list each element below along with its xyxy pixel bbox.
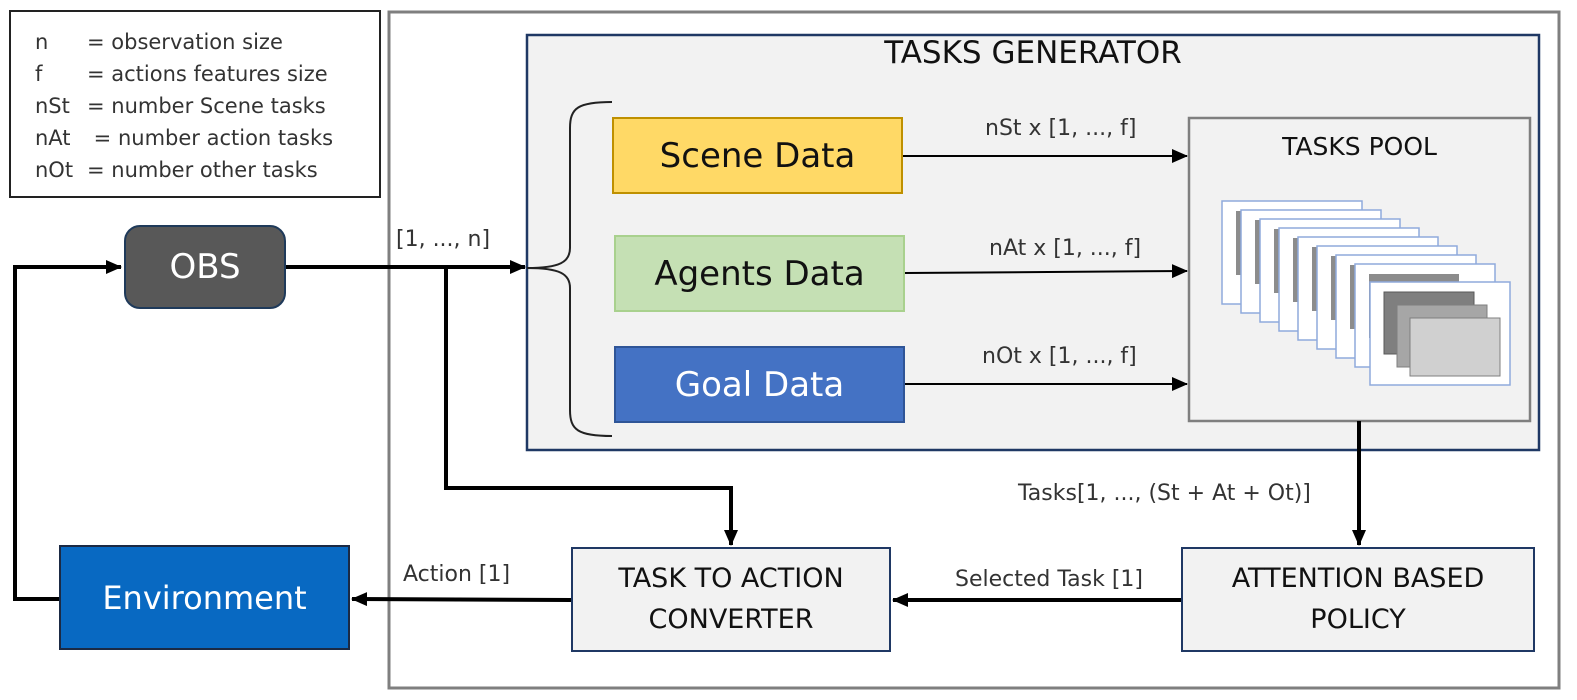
environment-label: Environment — [102, 578, 307, 617]
legend-key: n — [35, 30, 49, 54]
legend-desc: = actions features size — [87, 62, 328, 86]
environment-node: Environment — [59, 545, 350, 650]
agents-data-label: Agents Data — [654, 253, 865, 294]
legend-desc: = number Scene tasks — [87, 94, 326, 118]
edge-converter-to-environment — [351, 592, 572, 607]
converter-label-line2: CONVERTER — [648, 603, 814, 635]
task-to-action-converter-node: TASK TO ACTION CONVERTER — [571, 547, 891, 652]
legend-desc: = observation size — [87, 30, 283, 54]
edge-obs-to-converter — [444, 267, 738, 546]
legend-row: f = actions features size — [35, 58, 379, 90]
obs-label: OBS — [169, 247, 241, 287]
legend-row: nSt = number Scene tasks — [35, 90, 379, 122]
edge-label-obs-vector: [1, ..., n] — [396, 227, 491, 252]
scene-data-label: Scene Data — [659, 135, 856, 176]
attention-policy-node: ATTENTION BASED POLICY — [1181, 547, 1535, 652]
edge-label-action: Action [1] — [403, 562, 511, 587]
scene-data-node: Scene Data — [612, 117, 903, 194]
tasks-pool-title: TASKS POOL — [1282, 132, 1437, 161]
legend-row: nAt = number action tasks — [35, 122, 379, 154]
edge-label-tasks-list: Tasks[1, ..., (St + At + Ot)] — [1018, 481, 1311, 506]
edge-label-selected-task: Selected Task [1] — [955, 567, 1143, 592]
legend-row: nOt = number other tasks — [35, 154, 379, 186]
edge-agents-to-pool — [904, 264, 1188, 279]
legend-key: nSt — [35, 94, 70, 118]
legend-key: nOt — [35, 158, 74, 182]
edge-label-other-tasks: nOt x [1, ..., f] — [982, 344, 1137, 369]
task-stack-icon — [1221, 200, 1511, 386]
edge-environment-to-obs — [13, 260, 122, 601]
obs-node: OBS — [124, 225, 286, 309]
edge-label-scene-tasks: nSt x [1, ..., f] — [985, 116, 1137, 141]
tasks-generator-title: TASKS GENERATOR — [884, 35, 1182, 71]
policy-label-line1: ATTENTION BASED — [1231, 563, 1485, 594]
legend-desc: = number action tasks — [87, 126, 334, 150]
legend-desc: = number other tasks — [87, 158, 318, 182]
converter-label-line1: TASK TO ACTION — [618, 563, 844, 594]
goal-data-label: Goal Data — [674, 364, 845, 405]
legend-row: n = observation size — [35, 26, 379, 58]
legend-key: nAt — [35, 126, 71, 150]
legend-box: n = observation size f = actions features … — [9, 10, 381, 198]
agents-data-node: Agents Data — [614, 235, 905, 312]
policy-label-line2: POLICY — [1310, 603, 1406, 635]
legend-key: f — [35, 62, 43, 86]
goal-data-node: Goal Data — [614, 346, 905, 423]
edge-label-agent-tasks: nAt x [1, ..., f] — [989, 236, 1142, 261]
input-brace — [526, 101, 613, 437]
